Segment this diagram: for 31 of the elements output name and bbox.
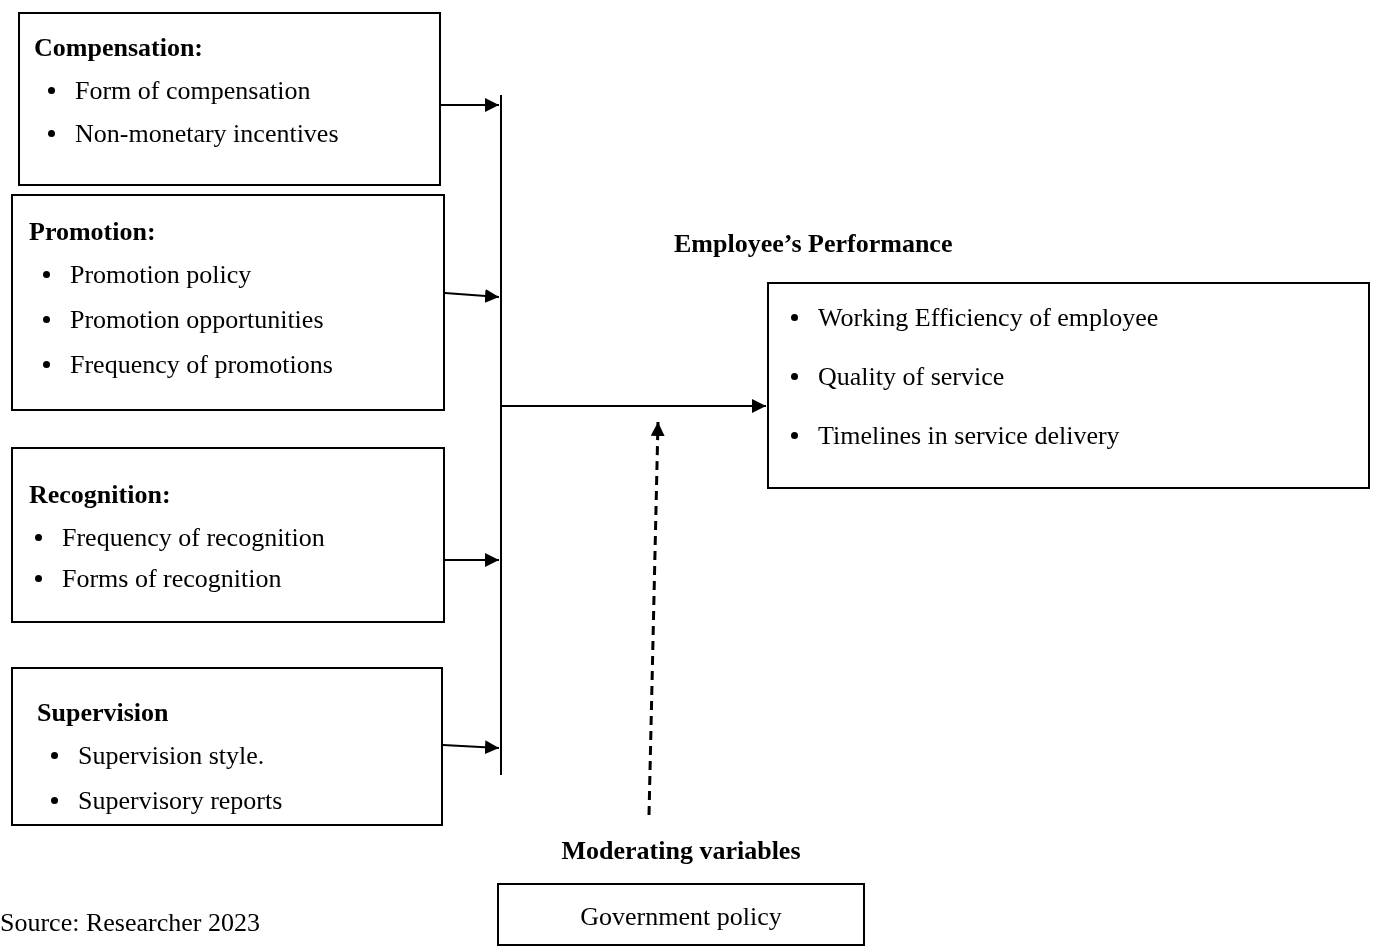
list-item: Working Efficiency of employee xyxy=(818,302,1159,334)
list-item: Supervision style. xyxy=(78,740,265,772)
factor-box xyxy=(11,667,443,826)
list-item: Supervisory reports xyxy=(78,785,283,817)
arrow xyxy=(440,98,500,112)
list-item: Promotion opportunities xyxy=(70,304,324,336)
arrow xyxy=(501,399,767,413)
box-heading: Supervision xyxy=(37,697,169,729)
list-item: Timelines in service delivery xyxy=(818,420,1120,452)
box-heading: Employee’s Performance xyxy=(674,228,953,260)
box-heading: Recognition: xyxy=(29,479,171,511)
list-item: Promotion policy xyxy=(70,259,252,291)
list-item: Quality of service xyxy=(818,361,1005,393)
box-heading: Moderating variables xyxy=(560,835,802,867)
arrow xyxy=(442,740,500,755)
factor-box xyxy=(11,194,445,411)
factor-box xyxy=(18,12,441,186)
box-text: Government policy xyxy=(580,901,782,933)
arrow xyxy=(444,553,500,567)
list-item: Frequency of recognition xyxy=(62,522,325,554)
source-note: Source: Researcher 2023 xyxy=(0,907,260,939)
list-item: Forms of recognition xyxy=(62,563,282,595)
list-item: Frequency of promotions xyxy=(70,349,333,381)
box-heading: Compensation: xyxy=(34,32,203,64)
factor-box xyxy=(11,447,445,623)
connector-bar xyxy=(500,95,502,775)
list-item: Form of compensation xyxy=(75,75,311,107)
box-heading: Promotion: xyxy=(29,216,156,248)
arrow xyxy=(444,289,500,303)
arrow xyxy=(647,421,665,816)
list-item: Non-monetary incentives xyxy=(75,118,339,150)
